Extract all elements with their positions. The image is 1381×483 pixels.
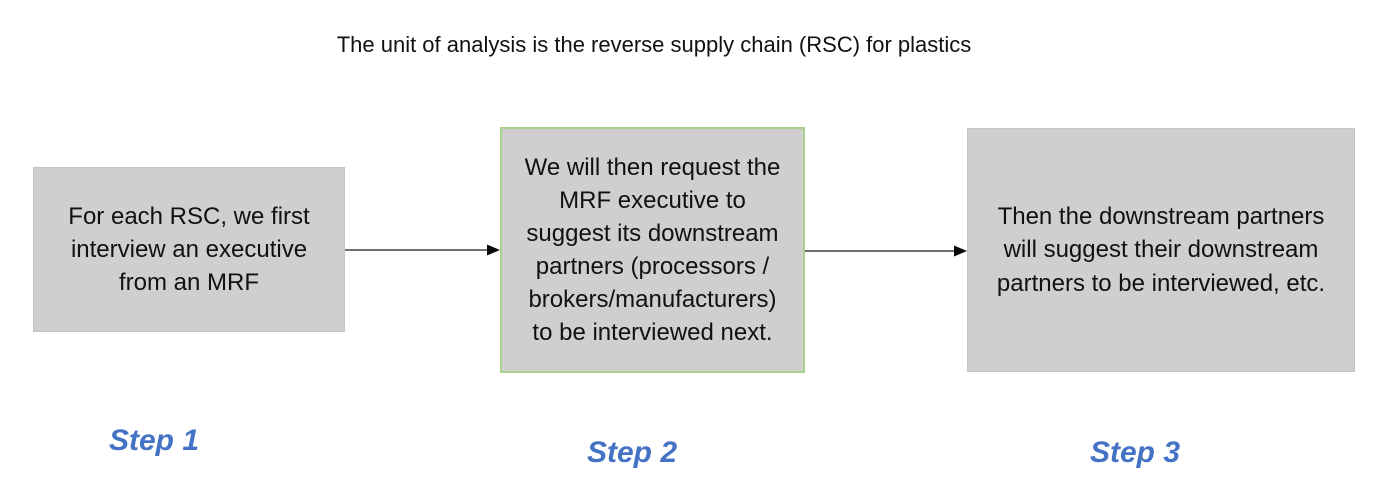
arrow-step2-to-step3-icon — [805, 241, 967, 261]
step-3-label: Step 3 — [1089, 436, 1181, 469]
diagram-title: The unit of analysis is the reverse supp… — [336, 32, 972, 57]
arrow-step1-to-step2-icon — [345, 240, 500, 260]
step-1-label: Step 1 — [108, 424, 200, 457]
process-box-step-3: Then the downstream partners will sugges… — [967, 128, 1355, 372]
process-box-step-1: For each RSC, we first interview an exec… — [33, 167, 345, 332]
step-2-label: Step 2 — [586, 436, 678, 469]
process-box-step-2: We will then request the MRF executive t… — [500, 127, 805, 373]
